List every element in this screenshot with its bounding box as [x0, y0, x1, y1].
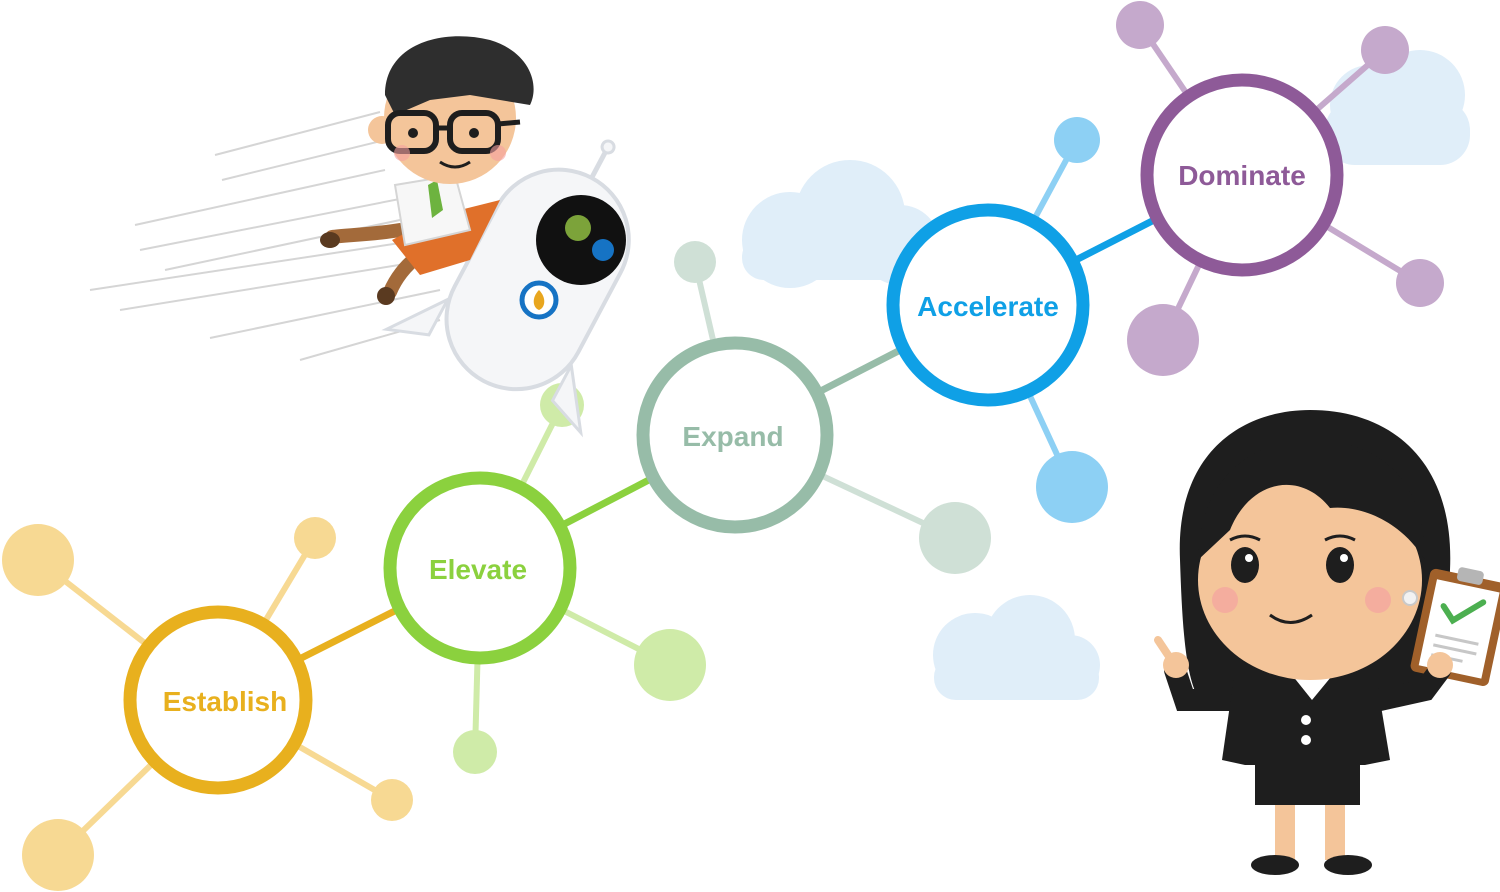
satellite-node [919, 502, 991, 574]
stage-node-accelerate: Accelerate [886, 203, 1090, 407]
businesswoman-clipboard-illustration [1154, 410, 1500, 875]
stage-node-establish: Establish [123, 605, 313, 795]
satellite-node [22, 819, 94, 891]
cloud-icon [742, 160, 942, 288]
stage-label-establish: Establish [163, 686, 287, 717]
satellite-node [1361, 26, 1409, 74]
stage-label-dominate: Dominate [1178, 160, 1306, 191]
satellite-node [1116, 1, 1164, 49]
stage-label-accelerate: Accelerate [917, 291, 1059, 322]
cloud-icon [1325, 50, 1470, 165]
stage-node-elevate: Elevate [383, 471, 577, 665]
cloud-icon [933, 595, 1100, 700]
satellite-node [453, 730, 497, 774]
rocket-rider-illustration [89, 36, 631, 438]
satellite-node [294, 517, 336, 559]
satellite-node [1396, 259, 1444, 307]
satellite-node [2, 524, 74, 596]
satellite-node [1127, 304, 1199, 376]
checkmark-icon [1440, 599, 1487, 625]
satellite-node [371, 779, 413, 821]
stage-label-expand: Expand [682, 421, 783, 452]
satellite-node [674, 241, 716, 283]
satellite-node [1036, 451, 1108, 523]
stage-label-elevate: Elevate [429, 554, 527, 585]
satellite-node [634, 629, 706, 701]
satellite-node [1054, 117, 1100, 163]
stage-node-expand: Expand [636, 336, 834, 534]
stage-node-dominate: Dominate [1140, 73, 1344, 277]
